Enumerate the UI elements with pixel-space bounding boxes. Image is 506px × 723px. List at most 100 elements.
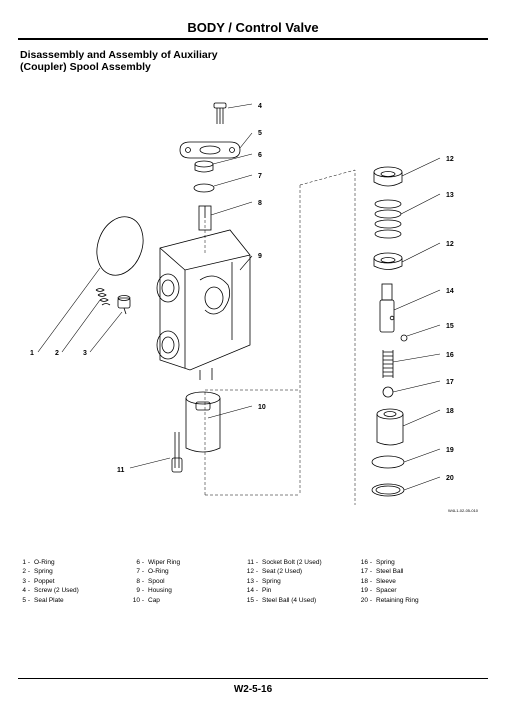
page-header-title: BODY / Control Valve [187,20,319,35]
legend-label: Steel Ball [376,568,404,576]
legend-number: 6 - [136,559,144,566]
housing [156,229,251,380]
legend-number: 14 - [246,587,258,595]
legend-number: 12 - [246,568,258,576]
legend-number: 5 - [22,596,30,604]
poppet [117,295,131,315]
legend-row: 3 - Poppet [6,577,79,586]
callout-12-top: 12 [446,156,454,163]
spring-small [95,288,111,306]
legend-label: Spring [376,559,395,566]
sleeve [376,408,404,446]
callout-14: 14 [446,288,454,295]
seat-bottom [373,252,403,270]
legend-number: 7 - [136,568,144,576]
legend-label: Cap [148,596,160,604]
legend-number: 8 - [136,577,144,585]
legend-label: O-Ring [148,568,169,576]
callout-19: 19 [446,447,454,454]
seal-plate [179,141,241,159]
guide-lines [204,169,356,505]
legend-label: Screw (2 Used) [34,587,79,595]
legend-row: 7 - O-Ring [120,567,180,576]
section-title-line-1: Disassembly and Assembly of Auxiliary [20,49,218,61]
legend-number: 20 - [360,596,372,604]
legend-label: Poppet [34,577,55,585]
legend-row: 10 - Cap [120,596,180,605]
callout-10: 10 [258,404,266,411]
legend-row: 17 - Steel Ball [348,567,419,576]
legend-row: 18 -Sleeve [348,577,419,586]
section-title-line-2: (Coupler) Spool Assembly [20,61,151,73]
legend-number: 3 - [22,577,30,585]
legend-row: 9 - Housing [120,586,180,595]
legend-row: 15 - Steel Ball (4 Used) [234,596,322,605]
legend-row: 1 -O-Ring [6,558,79,567]
legend-number: 17 - [360,568,372,576]
callout-6: 6 [258,152,262,159]
leader-lines [37,103,441,491]
legend-label: Spool [148,577,165,585]
header-rule [18,38,488,40]
screw [213,102,227,124]
legend-column-2: 6 - Wiper Ring 7 - O-Ring 8 - Spool 9 - Housing… [120,558,180,605]
seat-top [373,166,403,187]
callout-1: 1 [30,350,34,357]
legend-number: 13 - [246,577,258,585]
steel-ball-17 [382,386,394,398]
legend-number: 11 - [247,559,258,566]
callout-15: 15 [446,323,454,330]
legend-label: Wiper Ring [148,559,181,566]
legend-number: 15 - [246,596,258,604]
cap [185,391,221,453]
callout-7: 7 [258,173,262,180]
page-number: W2-5-16 [233,684,273,695]
legend-row: 8 - Spool [120,577,180,586]
callout-20: 20 [446,475,454,482]
legend-row: 20 - Retaining Ring [348,596,419,605]
callout-16: 16 [446,352,454,359]
legend-number: 9 - [136,587,144,595]
legend-label: Retaining Ring [376,596,419,604]
legend-label: Socket Bolt (2 Used) [262,559,322,566]
legend-label: Housing [148,587,172,595]
spring-large [374,199,402,239]
footer-rule [18,678,488,679]
steel-ball-15 [400,334,408,342]
callout-13: 13 [446,192,454,199]
figure-code: W4L1-02-05-010 [448,508,479,513]
legend-row: 14 -Pin [234,586,322,595]
legend-number: 1 - [22,559,30,566]
pin [379,283,395,333]
legend-label: Spacer [376,587,397,595]
exploded-parts-diagram: 4 5 6 7 8 9 10 11 12 13 12 14 15 16 17 1… [30,102,479,513]
legend-row: 16 -Spring [348,558,419,567]
callout-3: 3 [83,350,87,357]
callout-4: 4 [258,103,262,110]
legend-row: 5 - Seal Plate [6,596,79,605]
o-ring-small [193,183,215,193]
callout-8: 8 [258,200,262,207]
legend-label: Steel Ball (4 Used) [262,596,317,604]
callout-5: 5 [258,130,262,137]
legend-row: 4 - Screw (2 Used) [6,586,79,595]
legend-number: 18 - [360,577,372,585]
legend-row: 11 - Socket Bolt (2 Used) [234,558,322,567]
legend-number: 4 - [22,587,30,595]
callout-12-bottom: 12 [446,241,454,248]
callout-9: 9 [258,253,262,260]
legend-label: Seal Plate [34,596,64,604]
spring-16 [382,350,394,378]
legend-number: 19 - [360,587,372,595]
legend-number: 10 - [132,596,144,604]
legend-label: Seat (2 Used) [262,568,303,576]
socket-bolt [171,432,183,473]
legend-number: 2 - [22,568,30,576]
legend-row: 2 -Spring [6,567,79,576]
legend-row: 6 - Wiper Ring [120,558,180,567]
legend-row: 13 -Spring [234,577,322,586]
callout-2: 2 [55,350,59,357]
callout-17: 17 [446,379,454,386]
